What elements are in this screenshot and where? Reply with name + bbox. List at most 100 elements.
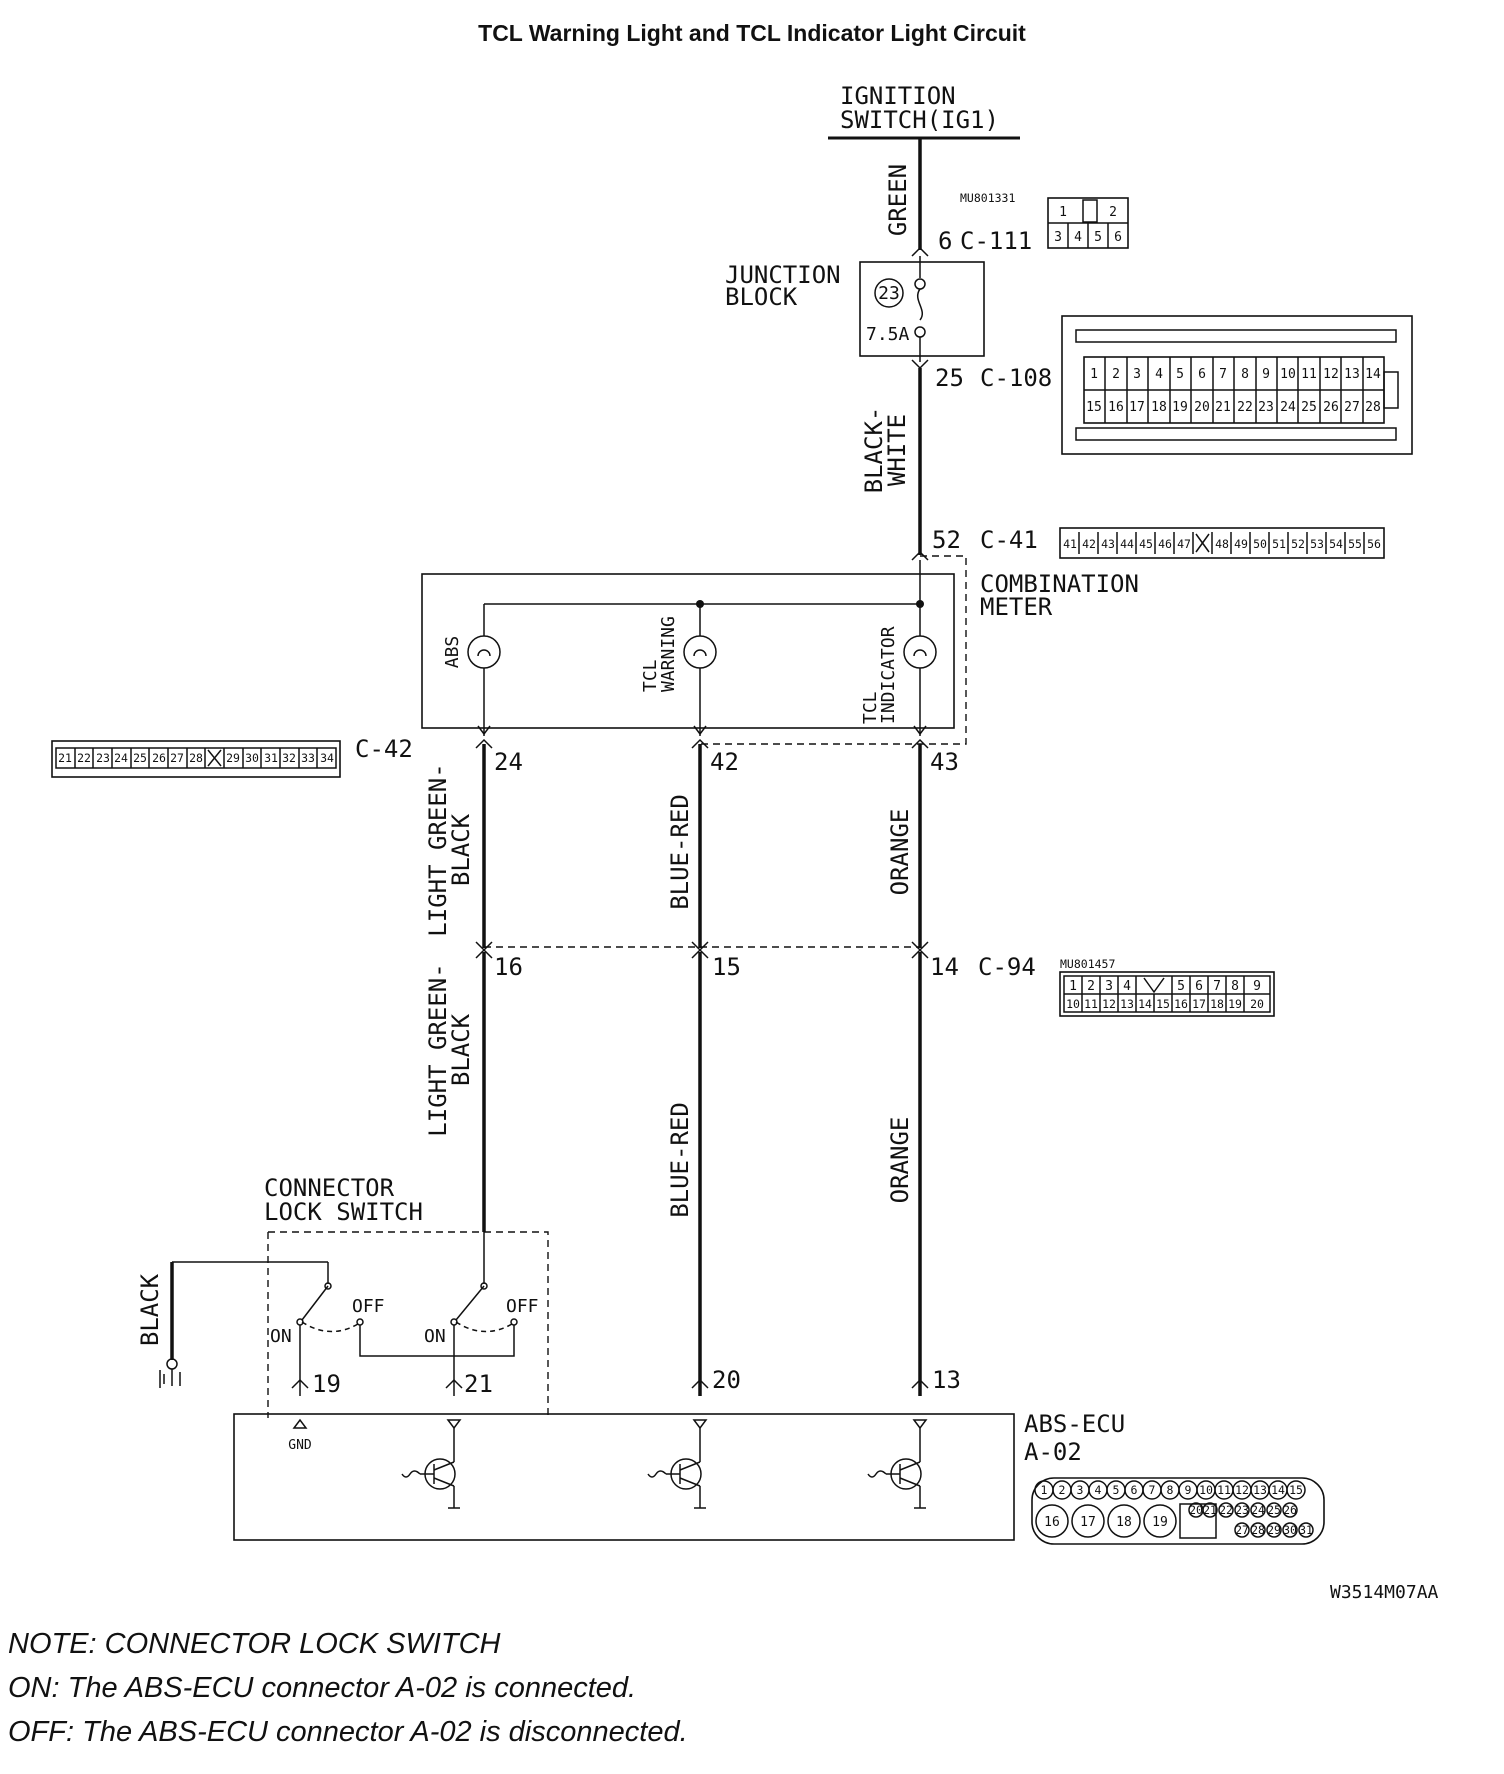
note-line: OFF: The ABS-ECU connector A-02 is disco… <box>8 1716 688 1748</box>
svg-text:LIGHT GREEN-: LIGHT GREEN- <box>424 963 452 1136</box>
svg-text:14: 14 <box>1138 997 1152 1011</box>
wire-black-ground: BLACK <box>136 1262 181 1388</box>
svg-text:14: 14 <box>1271 1483 1285 1497</box>
svg-text:15: 15 <box>1156 997 1170 1011</box>
svg-text:4: 4 <box>1074 230 1082 245</box>
transistor-13 <box>867 1419 928 1509</box>
svg-text:9: 9 <box>1253 979 1261 994</box>
svg-text:28: 28 <box>1365 400 1381 415</box>
svg-text:SWITCH(IG1): SWITCH(IG1) <box>840 106 999 134</box>
abs-lamp: ABS <box>442 635 501 736</box>
svg-text:3: 3 <box>1105 979 1113 994</box>
svg-text:12: 12 <box>1235 1483 1249 1497</box>
svg-text:1: 1 <box>1069 979 1077 994</box>
svg-text:4: 4 <box>1123 979 1131 994</box>
svg-text:BLACK: BLACK <box>447 813 475 886</box>
svg-text:29: 29 <box>226 751 240 765</box>
svg-text:27: 27 <box>1344 400 1360 415</box>
transistor-20 <box>647 1419 708 1509</box>
svg-text:10: 10 <box>1199 1483 1213 1497</box>
svg-text:9: 9 <box>1185 1483 1192 1497</box>
svg-text:GREEN: GREEN <box>884 164 912 236</box>
svg-text:METER: METER <box>980 593 1053 621</box>
svg-text:15: 15 <box>1289 1483 1303 1497</box>
svg-text:MU801331: MU801331 <box>960 191 1015 205</box>
svg-text:44: 44 <box>1120 537 1134 551</box>
svg-text:1: 1 <box>1041 1483 1048 1497</box>
svg-text:C-42: C-42 <box>355 735 413 763</box>
ignition-switch: IGNITION SWITCH(IG1) <box>828 82 1020 140</box>
svg-text:19: 19 <box>312 1370 341 1398</box>
svg-text:5: 5 <box>1094 230 1102 245</box>
transistor-21 <box>401 1419 462 1509</box>
svg-text:19: 19 <box>1228 997 1242 1011</box>
junction-block: JUNCTION BLOCK 23 7.5A <box>725 256 985 362</box>
svg-text:9: 9 <box>1262 367 1270 382</box>
svg-text:27: 27 <box>170 751 184 765</box>
svg-text:12: 12 <box>1102 997 1116 1011</box>
svg-text:25: 25 <box>133 751 147 765</box>
svg-text:6: 6 <box>1114 230 1122 245</box>
svg-text:BLACK: BLACK <box>136 1273 164 1346</box>
connector-c94: 16 15 14 C-94 MU801457 1 2 3 4 5 6 7 8 9 <box>475 941 1275 1017</box>
svg-text:13: 13 <box>1344 367 1360 382</box>
connector-c41: 52 C-41 41 42 43 44 45 46 47 48 49 50 51… <box>911 526 1385 561</box>
svg-text:10: 10 <box>1066 997 1080 1011</box>
svg-text:34: 34 <box>320 751 334 765</box>
svg-text:21: 21 <box>1203 1503 1217 1517</box>
svg-text:43: 43 <box>930 748 959 776</box>
svg-text:7: 7 <box>1213 979 1221 994</box>
svg-text:18: 18 <box>1210 997 1224 1011</box>
svg-text:ABS: ABS <box>442 636 463 669</box>
svg-text:20: 20 <box>1194 400 1210 415</box>
svg-text:29: 29 <box>1267 1523 1281 1537</box>
svg-text:COMBINATION: COMBINATION <box>980 570 1139 598</box>
svg-text:49: 49 <box>1234 537 1248 551</box>
svg-text:6: 6 <box>938 227 952 255</box>
connector-lock-switch: CONNECTOR LOCK SWITCH OFF ON OFF ON <box>172 1174 549 1418</box>
svg-text:17: 17 <box>1129 400 1145 415</box>
junction-dot <box>916 600 924 608</box>
svg-text:WHITE: WHITE <box>883 414 911 486</box>
svg-text:C-94: C-94 <box>978 953 1036 981</box>
svg-text:16: 16 <box>494 953 523 981</box>
svg-text:51: 51 <box>1272 537 1286 551</box>
note-line: NOTE: CONNECTOR LOCK SWITCH <box>8 1628 501 1660</box>
svg-text:26: 26 <box>1323 400 1339 415</box>
svg-text:26: 26 <box>1283 1503 1297 1517</box>
svg-text:2: 2 <box>1059 1483 1066 1497</box>
svg-text:54: 54 <box>1329 537 1343 551</box>
svg-text:16: 16 <box>1174 997 1188 1011</box>
svg-text:ON: ON <box>270 1326 292 1347</box>
wires-middle: LIGHT GREEN- BLACK BLUE-RED ORANGE <box>424 744 922 948</box>
svg-text:46: 46 <box>1158 537 1172 551</box>
svg-text:52: 52 <box>932 526 961 554</box>
svg-text:OFF: OFF <box>506 1296 539 1317</box>
svg-text:4: 4 <box>1155 367 1163 382</box>
svg-text:16: 16 <box>1108 400 1124 415</box>
svg-text:2: 2 <box>1087 979 1095 994</box>
svg-text:6: 6 <box>1198 367 1206 382</box>
svg-text:30: 30 <box>245 751 259 765</box>
svg-text:42: 42 <box>1082 537 1096 551</box>
wire-black-white: BLACK- WHITE <box>860 368 922 555</box>
svg-text:BLACK-: BLACK- <box>860 407 888 494</box>
svg-text:22: 22 <box>1219 1503 1233 1517</box>
svg-text:3: 3 <box>1054 230 1062 245</box>
svg-text:27: 27 <box>1235 1523 1249 1537</box>
svg-text:3: 3 <box>1077 1483 1084 1497</box>
svg-text:10: 10 <box>1280 367 1296 382</box>
svg-text:23: 23 <box>96 751 110 765</box>
svg-text:17: 17 <box>1080 1515 1096 1530</box>
note-line: ON: The ABS-ECU connector A-02 is connec… <box>8 1672 637 1704</box>
svg-text:5: 5 <box>1176 367 1184 382</box>
svg-text:BLUE-RED: BLUE-RED <box>666 1102 694 1218</box>
svg-text:BLUE-RED: BLUE-RED <box>666 794 694 910</box>
svg-text:1: 1 <box>1059 205 1067 220</box>
svg-text:28: 28 <box>1251 1523 1265 1537</box>
a02-pin-labels: 19 21 20 13 <box>291 1366 961 1398</box>
svg-text:7: 7 <box>1149 1483 1156 1497</box>
svg-text:16: 16 <box>1044 1515 1060 1530</box>
svg-text:8: 8 <box>1241 367 1249 382</box>
